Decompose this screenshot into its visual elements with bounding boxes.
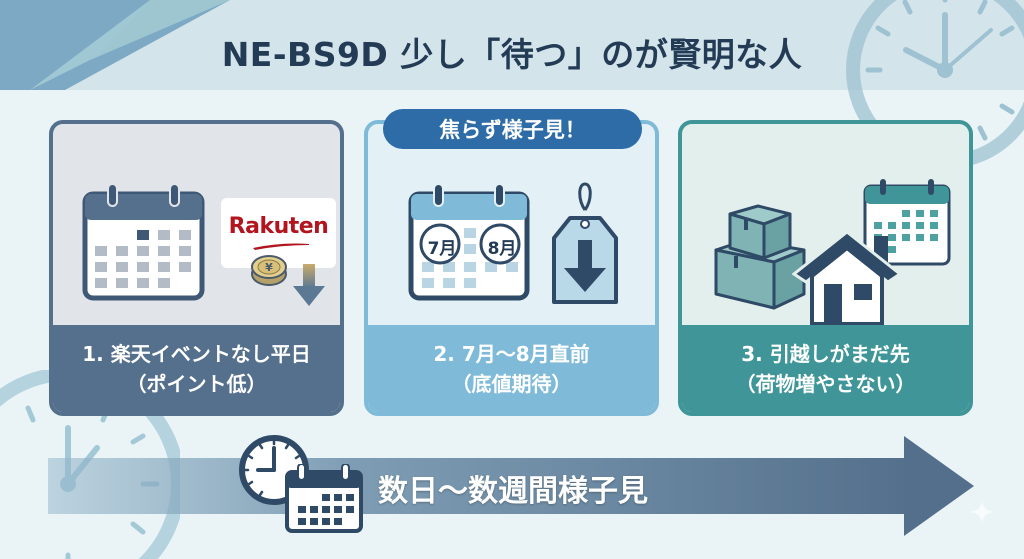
- card-title: 2. 7月〜8月直前: [433, 341, 590, 366]
- page-title: NE-BS9D 少し「待つ」のが賢明な人: [221, 35, 803, 74]
- card-weekday-no-event: Rakuten ¥ 1. 楽天イベントなし平日 （ポイント低）: [49, 120, 344, 416]
- calendar-icon: [408, 183, 530, 301]
- card-title: 1. 楽天イベントなし平日: [82, 341, 311, 366]
- card-subtitle: （底値期待）: [451, 371, 572, 396]
- decorative-corner-shape: [0, 0, 230, 90]
- card-icon-area: 7月 8月: [368, 124, 655, 329]
- calendar-icon: [863, 179, 951, 266]
- rakuten-swoosh: [253, 243, 309, 250]
- boxes-icon: [714, 204, 806, 310]
- house-icon: [792, 230, 902, 326]
- badge-wait-and-see: 焦らず様子見！: [383, 109, 642, 149]
- yen-coin-icon: ¥: [251, 255, 287, 286]
- timeline-arrow-band: [48, 458, 918, 514]
- card-subtitle: （荷物増やさない）: [735, 371, 916, 396]
- card-label: 2. 7月〜8月直前 （底値期待）: [368, 325, 655, 412]
- card-title: 3. 引越しがまだ先: [741, 341, 910, 366]
- svg-text:¥: ¥: [265, 261, 273, 274]
- calendar-icon: [82, 183, 205, 301]
- calendar-icon: [285, 464, 363, 533]
- sparkle-icon: [970, 500, 994, 524]
- rakuten-logo-text: Rakuten: [228, 214, 329, 239]
- calendar-mark-july: 7月: [427, 239, 457, 259]
- card-icon-area: [682, 124, 969, 329]
- price-tag-down-icon: [552, 182, 618, 304]
- calendar-mark-august: 8月: [487, 239, 517, 259]
- card-label: 1. 楽天イベントなし平日 （ポイント低）: [53, 325, 340, 412]
- card-july-august: 7月 8月 2. 7月〜8月直前 （底値期待）: [364, 120, 659, 416]
- rakuten-logo: Rakuten: [221, 198, 336, 268]
- down-arrow-icon: [293, 264, 325, 306]
- timeline-label: 数日〜数週間様子見: [378, 474, 648, 509]
- card-label: 3. 引越しがまだ先 （荷物増やさない）: [682, 325, 969, 412]
- card-moving-later: 3. 引越しがまだ先 （荷物増やさない）: [678, 120, 973, 416]
- timeline-arrow-head: [904, 436, 974, 536]
- card-icon-area: Rakuten ¥: [53, 124, 340, 329]
- card-subtitle: （ポイント低）: [126, 371, 267, 396]
